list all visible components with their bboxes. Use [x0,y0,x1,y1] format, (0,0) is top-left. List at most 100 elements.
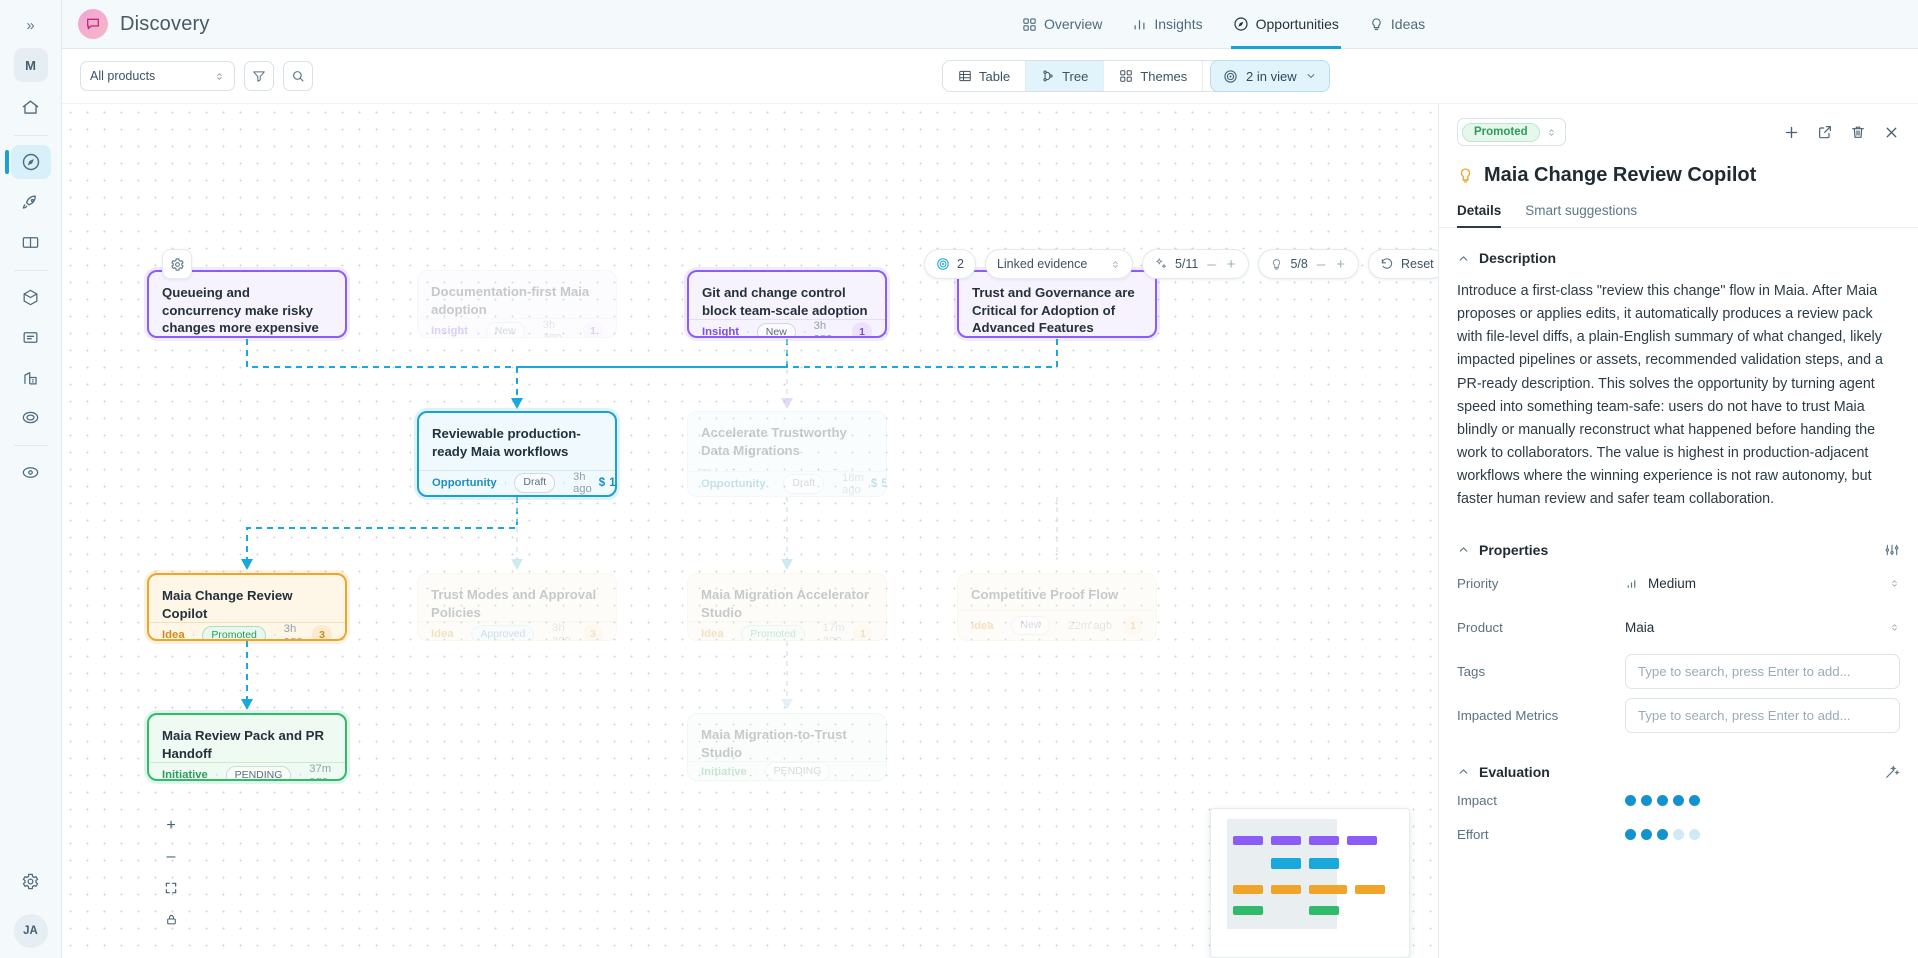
sidebar-item-objectives[interactable] [11,400,51,434]
rating-dot[interactable] [1625,829,1636,841]
tab-smart-suggestions[interactable]: Smart suggestions [1525,203,1638,218]
graph-node-opportunity[interactable]: Accelerate Trustworthy Data MigrationsTh… [687,411,887,497]
rating-dot[interactable] [1673,795,1684,807]
tab-ideas[interactable]: Ideas [1369,0,1425,49]
graph-node-insight[interactable]: Git and change control block team-scale … [687,270,887,338]
sidebar-item-roadmap[interactable] [11,185,51,219]
properties-section-header[interactable]: Properties [1457,542,1900,558]
rating-dot[interactable] [1657,795,1668,807]
open-external-icon[interactable] [1817,124,1833,140]
view-tab-table[interactable]: Table [943,61,1027,91]
graph-node-insight[interactable]: Trust and Governance are Critical for Ad… [957,270,1157,338]
node-status-chip: Promoted [741,624,805,640]
effort-rating[interactable] [1625,829,1700,841]
in-view-button[interactable]: 2 in view [1210,60,1330,92]
link-mode-select[interactable]: Linked evidence [984,249,1133,279]
node-kind: Initiative [701,765,747,778]
sidebar-item-profile[interactable] [11,455,51,489]
graph-node-insight[interactable]: Queueing and concurrency make risky chan… [147,270,347,338]
settings-button[interactable] [11,864,51,898]
close-icon[interactable] [1883,124,1900,141]
opportunities-decrement-button[interactable]: – [1207,255,1216,273]
rating-dot[interactable] [1689,795,1700,807]
user-avatar[interactable]: JA [13,914,48,948]
rating-dot[interactable] [1641,795,1652,807]
magic-wand-icon[interactable] [1884,764,1900,780]
node-status-chip: PENDING [225,765,292,779]
table-icon [958,69,972,83]
tree-icon [1041,69,1055,83]
rating-dot[interactable] [1625,795,1636,807]
node-separator: · [746,326,750,338]
node-title: Queueing and concurrency make risky chan… [162,285,319,336]
chevron-up-icon [1457,252,1470,265]
description-section-header[interactable]: Description [1457,250,1900,266]
rocket-icon [21,193,40,212]
view-tab-tree[interactable]: Tree [1026,61,1105,91]
target-icon [1223,69,1238,84]
tab-overview[interactable]: Overview [1022,0,1102,49]
add-icon[interactable] [1783,124,1800,141]
search-button[interactable] [283,61,313,91]
product-filter-select[interactable]: All products [80,61,235,91]
view-tab-themes[interactable]: Themes [1104,61,1204,91]
zoom-in-button[interactable]: + [166,817,176,834]
zoom-out-button[interactable]: – [166,848,176,865]
fit-to-screen-icon[interactable] [162,879,180,897]
sidebar-item-home[interactable] [11,90,51,124]
node-title: Maia Change Review Copilot [162,588,293,621]
node-status-chip: New [485,321,525,337]
sliders-icon[interactable] [1884,542,1900,558]
lock-icon[interactable] [162,910,180,928]
graph-node-opportunity[interactable]: Reviewable production-ready Maia workflo… [417,411,617,497]
collapse-sidebar-button[interactable]: » [26,16,35,34]
ideas-counter-value: 5/8 [1290,257,1308,271]
workspace-avatar[interactable]: M [13,48,48,82]
ideas-counter[interactable]: 5/8 – + [1258,249,1359,279]
sidebar-item-discovery[interactable] [4,145,51,179]
opportunities-increment-button[interactable]: + [1226,255,1236,273]
reset-button[interactable]: Reset [1367,249,1438,279]
product-select[interactable]: Maia [1625,620,1900,635]
ideas-decrement-button[interactable]: – [1316,255,1326,273]
trash-icon[interactable] [1850,124,1866,140]
status-select[interactable]: Promoted [1457,118,1566,146]
sidebar-item-map[interactable] [11,225,51,259]
evaluation-section-header[interactable]: Evaluation [1457,764,1900,780]
node-separator: · [562,477,566,489]
tree-canvas[interactable]: 2 Linked evidence 5/11 – [62,104,1438,958]
rating-dot[interactable] [1641,829,1652,841]
product-value: Maia [1625,620,1655,636]
filter-button[interactable] [244,61,274,91]
focus-count-pill[interactable]: 2 [924,249,976,279]
rating-dot[interactable] [1689,829,1700,841]
content-toolbar: All products [62,49,1918,104]
sidebar-item-products[interactable] [11,280,51,314]
ideas-increment-button[interactable]: + [1336,255,1345,273]
compass-icon [1233,16,1249,32]
sidebar-item-company[interactable] [11,360,51,394]
chevron-updown-icon [1110,259,1121,270]
tags-input[interactable]: Type to search, press Enter to add... [1625,654,1900,690]
priority-select[interactable]: Medium [1625,576,1900,591]
node-status-chip: New [1011,615,1051,636]
impact-rating[interactable] [1625,795,1700,807]
minimap[interactable] [1210,808,1410,958]
rating-dot[interactable] [1657,829,1668,841]
canvas-settings-button[interactable] [162,249,192,279]
sidebar-item-documents[interactable] [11,320,51,354]
tab-details[interactable]: Details [1457,203,1502,228]
tab-opportunities[interactable]: Opportunities [1230,0,1342,49]
view-tab-tree-label: Tree [1062,68,1089,84]
rating-dot[interactable] [1673,829,1684,841]
impacted-metrics-input[interactable]: Type to search, press Enter to add... [1625,698,1900,734]
tab-insights[interactable]: Insights [1132,0,1203,49]
opportunities-counter[interactable]: 5/11 – + [1141,249,1250,279]
